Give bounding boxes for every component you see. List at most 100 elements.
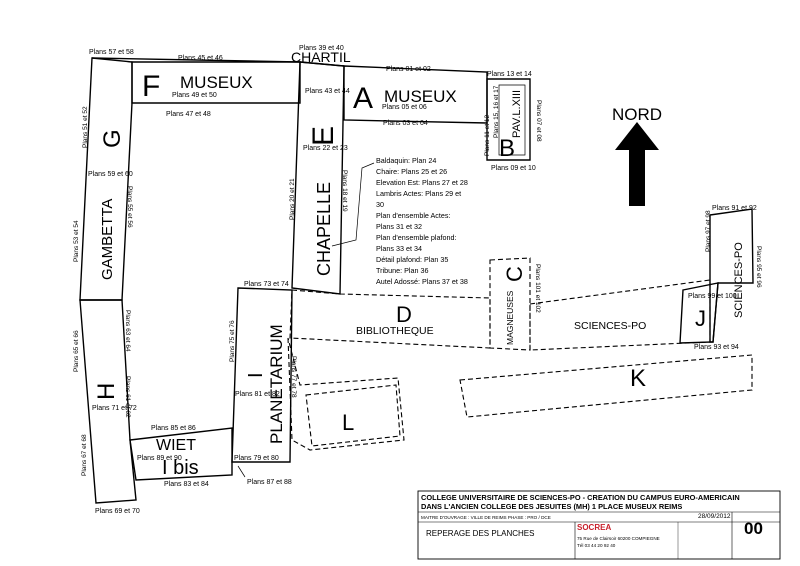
chapel-note: Détail plafond: Plan 35 — [376, 255, 448, 264]
plan-ref: Plans 91 et 92 — [712, 205, 757, 212]
building-I-name: PLANETARIUM — [267, 324, 286, 444]
building-SP-outline — [709, 208, 754, 343]
building-A-name: MUSEUX — [384, 87, 457, 106]
building-C-outline — [489, 257, 531, 351]
plan-ref: Plans 55 et 56 — [126, 186, 133, 228]
north-arrow-icon — [615, 122, 659, 206]
building-H-letter: H — [93, 383, 120, 400]
title-block-frame — [417, 490, 781, 560]
building-C-letter: C — [502, 266, 527, 282]
sheet-title: REPERAGE DES PLANCHES — [426, 529, 535, 538]
building-E-letter: E — [307, 126, 340, 146]
building-F-name: MUSEUX — [180, 73, 253, 92]
building-B-name: PAV.L.XIII — [511, 90, 523, 138]
plan-ref: Plans 87 et 88 — [247, 479, 292, 486]
building-Ibis-outline — [129, 427, 233, 481]
plan-ref: Plans 18 et 19 — [341, 170, 348, 212]
building-Ibis-name: WIET — [156, 437, 196, 454]
building-B-outline — [486, 78, 531, 161]
plan-ref: Plans 101 et 102 — [534, 264, 541, 313]
plan-ref: Plans 57 et 58 — [89, 49, 134, 56]
plan-ref: Plans 20 et 21 — [289, 178, 296, 220]
chapel-note: Chaire: Plans 25 et 26 — [376, 167, 447, 176]
plan-ref: Plans 89 et 90 — [137, 455, 182, 462]
plan-ref: Plans 95 et 96 — [755, 246, 762, 288]
plan-ref: Plans 83 et 84 — [164, 481, 209, 488]
chapel-note: Baldaquin: Plan 24 — [376, 156, 436, 165]
plan-ref: Plans 03 et 04 — [383, 120, 428, 127]
building-F-letter: F — [142, 70, 160, 103]
building-labels: F MUSEUX A MUSEUX B PAV.L.XIII E CHAPELL… — [93, 49, 745, 479]
plan-ref: Plans 43 et 44 — [305, 88, 350, 95]
plan-ref: Plans 67 et 68 — [81, 434, 88, 476]
plan-ref: Plans 97 et 98 — [705, 210, 712, 252]
building-E-name: CHAPELLE — [314, 182, 334, 276]
client-phase: MAITRE D'OUVRAGE : VILLE DE REIMS PHASE … — [421, 515, 551, 520]
chapel-notes: Baldaquin: Plan 24 Chaire: Plans 25 et 2… — [376, 156, 468, 286]
plan-ref: Plans 01 et 02 — [386, 66, 431, 73]
building-Ibis-letter: I bis — [162, 457, 199, 479]
chapel-note: Plan d'ensemble plafond: — [376, 233, 457, 242]
chapel-note: Plans 31 et 32 — [376, 222, 422, 231]
project-title-line-1: COLLEGE UNIVERSITAIRE DE SCIENCES-PO - C… — [421, 493, 740, 502]
project-title-line-2: DANS L'ANCIEN COLLEGE DES JESUITES (MH) … — [421, 502, 683, 511]
plan-ref-text: Plans 43 et 44 — [305, 88, 350, 95]
chapel-note: Plans 33 et 34 — [376, 244, 422, 253]
plan-ref: Plans 11 et 12 — [484, 115, 491, 156]
building-D-letter: D — [396, 302, 412, 327]
sciences-po-link-outline — [529, 279, 711, 351]
plan-ref: Plans 45 et 46 — [178, 55, 223, 62]
chapel-note: Tribune: Plan 36 — [376, 266, 428, 275]
plan-ref: Plans 13 et 14 — [487, 71, 532, 78]
building-B-inner — [498, 84, 526, 156]
sheet-number: 00 — [744, 519, 763, 538]
leader-lines — [237, 162, 375, 478]
building-I-letter: I — [245, 372, 267, 378]
north-arrow: NORD — [612, 105, 662, 206]
company-name: SOCREA — [577, 523, 612, 532]
plan-ref: Plans 22 et 23 — [303, 145, 348, 152]
plan-ref: Plans 47 et 48 — [166, 111, 211, 118]
chapel-note: 30 — [376, 200, 384, 209]
plan-ref: Plans 75 et 76 — [229, 320, 236, 362]
chapel-notes-leader — [331, 162, 375, 247]
building-B-letter: B — [499, 135, 515, 162]
plan-ref: Plans 07 et 08 — [535, 100, 542, 142]
plan-87-88-leader — [237, 465, 246, 478]
building-A-letter: A — [353, 82, 373, 115]
building-J-name: SCIENCES-PO — [733, 242, 745, 318]
company-address-2: Tél 03 44 20 92 40 — [577, 543, 616, 548]
plan-ref: Plans 53 et 54 — [73, 220, 80, 262]
plan-ref: Plans 59 et 60 — [88, 171, 133, 178]
plan-ref: Plans 69 et 70 — [95, 508, 140, 515]
chapel-note: Plan d'ensemble Actes: — [376, 211, 451, 220]
plan-ref: Plans 39 et 40 — [299, 45, 344, 52]
building-L-letter: L — [342, 410, 354, 435]
building-L-core — [305, 384, 401, 447]
building-D-outline — [289, 289, 491, 349]
north-label: NORD — [612, 105, 662, 124]
building-J-letter: J — [695, 306, 706, 331]
plan-ref: Plans 79 et 80 — [234, 455, 279, 462]
street-chartil: CHARTIL — [291, 49, 351, 65]
plan-ref: Plans 71 et 72 — [92, 405, 137, 412]
plan-ref: Plans 65 et 66 — [73, 330, 80, 372]
building-H-outline — [79, 299, 137, 504]
building-L-outline — [287, 337, 405, 451]
drawing-date: 28/09/2012 — [698, 513, 731, 520]
plan-ref: Plans 09 et 10 — [491, 165, 536, 172]
plan-ref: Plans 81 et 82 — [235, 391, 280, 398]
building-G-name: GAMBETTA — [99, 199, 116, 280]
plan-ref: Plans 85 et 86 — [151, 425, 196, 432]
plan-ref: Plans 93 et 94 — [694, 344, 739, 351]
building-K-letter: K — [630, 365, 646, 392]
projected-outlines — [287, 257, 753, 451]
plan-ref: Plans 49 et 50 — [172, 92, 217, 99]
plan-ref: Plans 77 et 78 — [290, 356, 297, 398]
plan-references: Plans 57 et 58 Plans 45 et 46 Plans 39 e… — [88, 45, 757, 515]
plan-ref: Plans 51 et 52 — [82, 106, 89, 148]
building-C-name: MAGNEUSES — [505, 290, 515, 345]
title-block: COLLEGE UNIVERSITAIRE DE SCIENCES-PO - C… — [418, 491, 780, 559]
plan-ref: Plans 05 et 06 — [382, 104, 427, 111]
